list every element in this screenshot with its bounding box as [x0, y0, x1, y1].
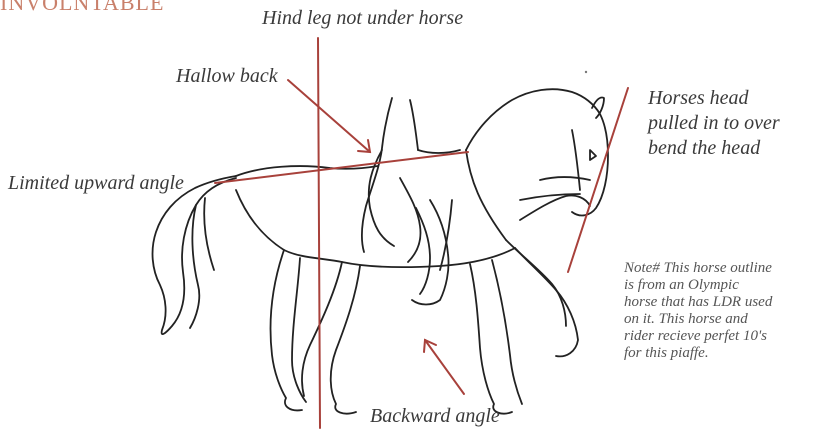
annotation-lines	[215, 38, 628, 428]
horse-head-label-line: pulled in to over	[648, 111, 808, 136]
note-text: Note# This horse outline is from an Olym…	[624, 260, 824, 362]
backward-angle-arrow	[425, 340, 464, 394]
backward-angle-label: Backward angle	[370, 404, 500, 428]
horse-outline	[153, 89, 608, 413]
note-line: for this piaffe.	[624, 345, 824, 362]
hind-leg-label: Hind leg not under horse	[262, 6, 463, 30]
note-line: Note# This horse outline	[624, 260, 824, 277]
horse-head-label-line: bend the head	[648, 136, 808, 161]
horse-head-label: Horses head pulled in to over bend the h…	[648, 86, 808, 161]
rider-outline	[362, 98, 460, 305]
note-line: is from an Olympic	[624, 277, 824, 294]
hind-leg-vertical-line	[318, 38, 320, 428]
note-line: on it. This horse and	[624, 311, 824, 328]
stray-dot	[585, 71, 587, 73]
horse-head-label-line: Horses head	[648, 86, 808, 111]
hallow-back-arrow	[288, 80, 370, 152]
note-line: rider recieve perfet 10's	[624, 328, 824, 345]
limited-upward-angle-label: Limited upward angle	[8, 171, 184, 195]
limited-angle-line	[215, 152, 468, 183]
note-line: horse that has LDR used	[624, 294, 824, 311]
hallow-back-label: Hallow back	[176, 64, 278, 88]
